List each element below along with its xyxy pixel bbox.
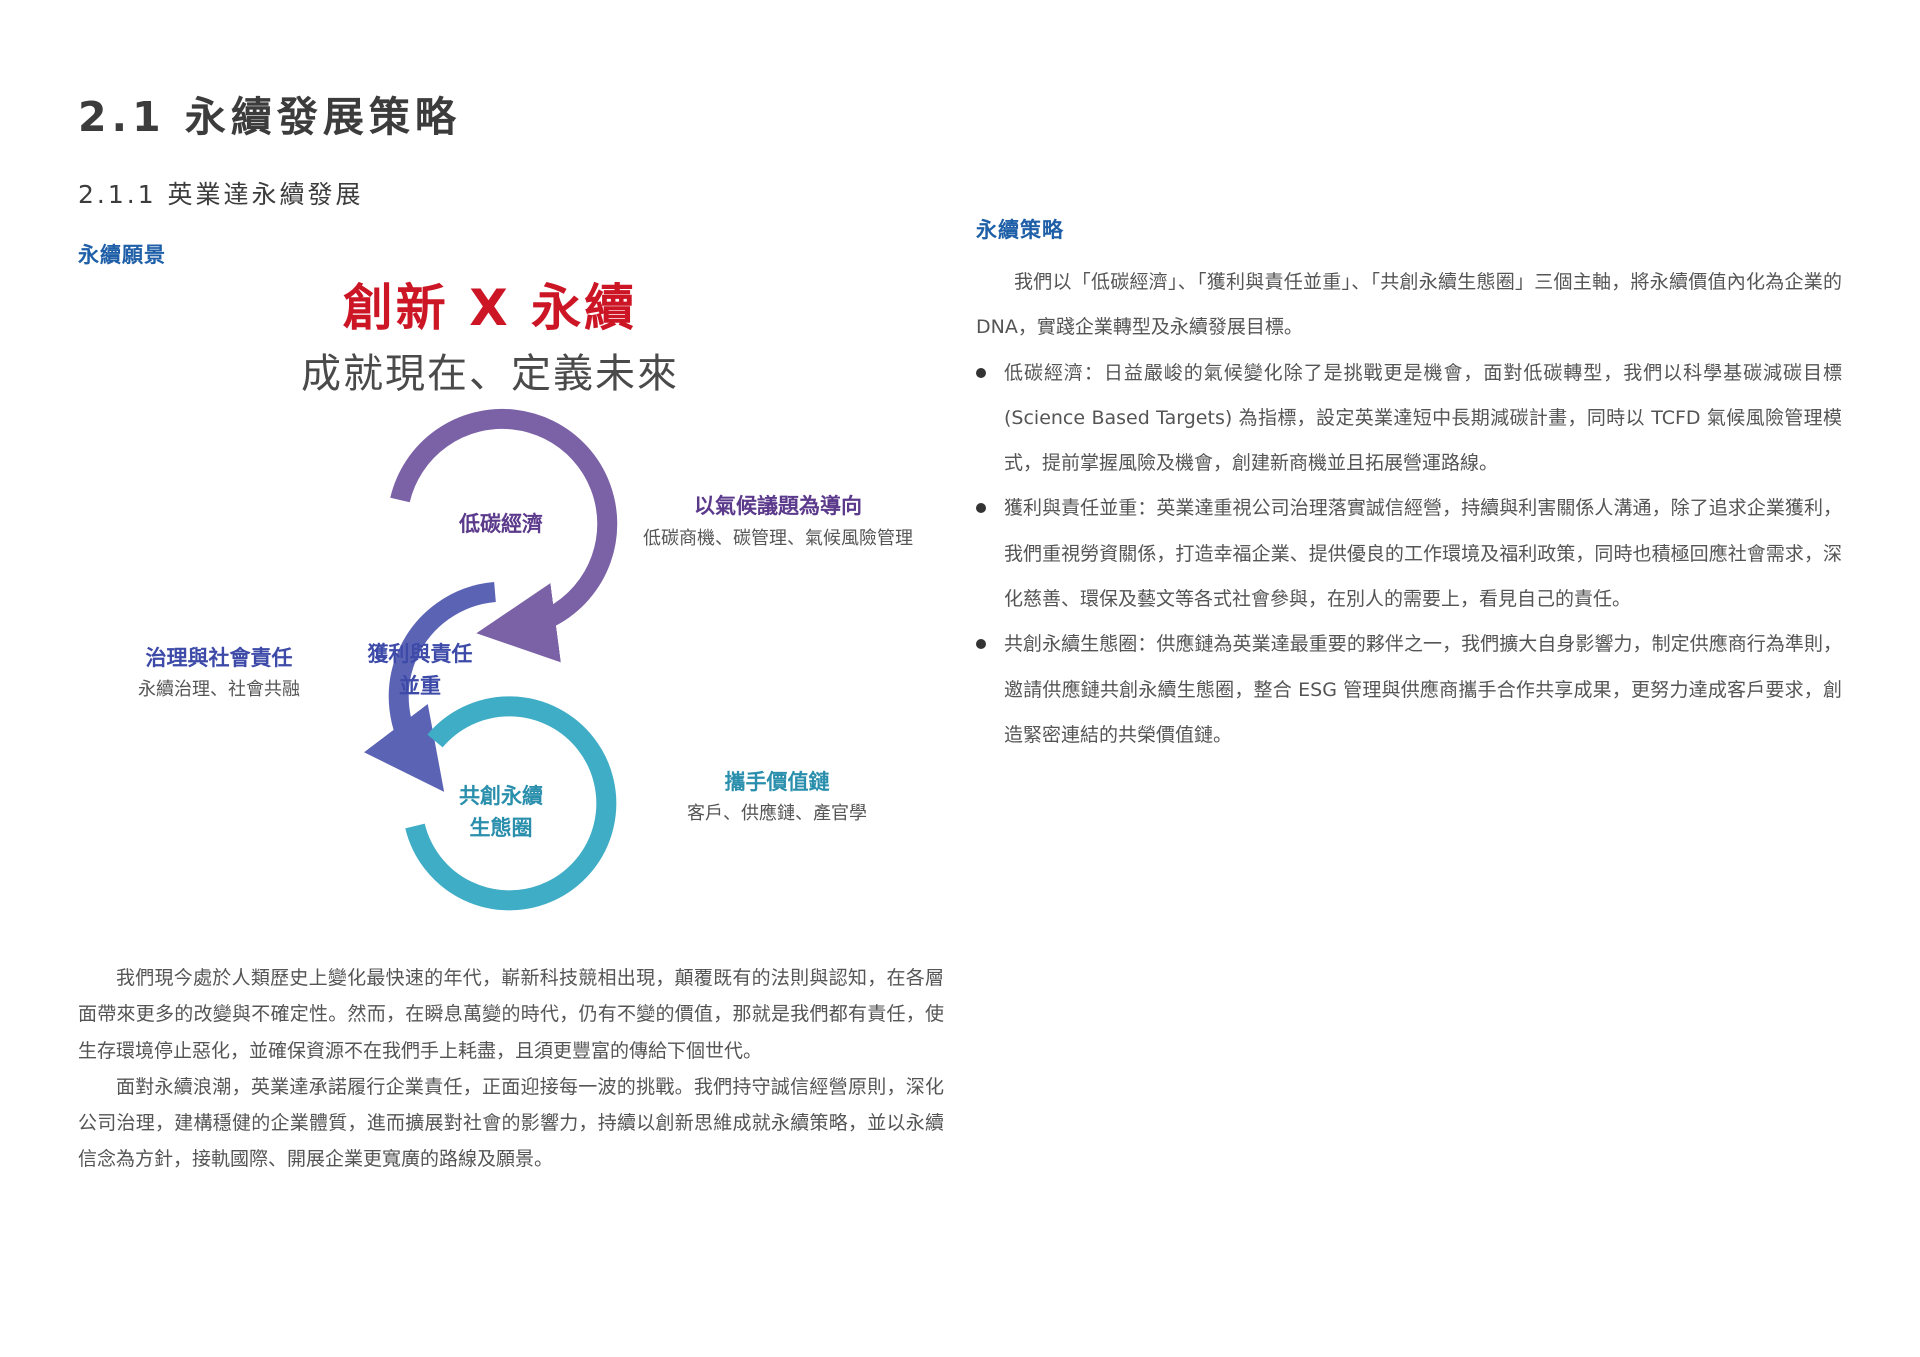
note-climate-title: 以氣候議題為導向 [694, 494, 862, 518]
note-governance-desc: 永續治理、社會共融 [138, 679, 300, 700]
circle-label-ecosystem-line1: 共創永續 [459, 784, 543, 808]
vision-label: 永續願景 [78, 243, 166, 267]
ecosystem-arc [405, 696, 617, 911]
strategy-list: 低碳經濟：日益嚴峻的氣候變化除了是挑戰更是機會，面對低碳轉型，我們以科學基碳減碳… [976, 351, 1842, 759]
strategy-bullet-ecosystem: 共創永續生態圈：供應鏈為英業達最重要的夥伴之一，我們擴大自身影響力，制定供應商行… [976, 622, 1842, 758]
note-climate-desc: 低碳商機、碳管理、氣候風險管理 [643, 528, 913, 549]
profit-responsibility-arc [363, 582, 497, 792]
note-value-chain-title: 攜手價值鏈 [725, 770, 830, 794]
vision-paragraph-2: 面對永續浪潮，英業達承諾履行企業責任，正面迎接每一波的挑戰。我們持守誠信經營原則… [78, 1075, 944, 1171]
low-carbon-arc [390, 408, 618, 663]
section-subheading: 2.1.1 英業達永續發展 [78, 180, 364, 209]
strategy-intro: 我們以「低碳經濟」、「獲利與責任並重」、「共創永續生態圈」三個主軸，將永續價值內… [976, 271, 1842, 339]
strategy-bullet-low-carbon: 低碳經濟：日益嚴峻的氣候變化除了是挑戰更是機會，面對低碳轉型，我們以科學基碳減碳… [976, 351, 1842, 487]
vision-body: 我們現今處於人類歷史上變化最快速的年代，嶄新科技競相出現，顛覆既有的法則與認知，… [78, 960, 944, 1178]
strategy-bullet-profit-responsibility: 獲利與責任並重：英業達重視公司治理落實誠信經營，持續與利害關係人溝通，除了追求企… [976, 486, 1842, 622]
circle-label-ecosystem-line2: 生態圈 [470, 816, 533, 840]
strategy-body: 我們以「低碳經濟」、「獲利與責任並重」、「共創永續生態圈」三個主軸，將永續價值內… [976, 260, 1842, 758]
note-governance-title: 治理與社會責任 [146, 646, 293, 670]
page-heading: 2.1 永續發展策略 [78, 93, 461, 141]
vision-paragraph-1: 我們現今處於人類歷史上變化最快速的年代，嶄新科技競相出現，顛覆既有的法則與認知，… [78, 967, 944, 1062]
vision-slogan-sub: 成就現在、定義未來 [301, 351, 679, 397]
strategy-label: 永續策略 [976, 218, 1064, 242]
circle-label-profit-line1: 獲利與責任 [368, 642, 473, 666]
vision-slogan-main: 創新 X 永續 [342, 279, 638, 337]
note-value-chain-desc: 客戶、供應鏈、產官學 [687, 802, 867, 824]
circle-label-profit-line2: 並重 [399, 674, 441, 698]
circle-label-low-carbon: 低碳經濟 [458, 512, 543, 536]
